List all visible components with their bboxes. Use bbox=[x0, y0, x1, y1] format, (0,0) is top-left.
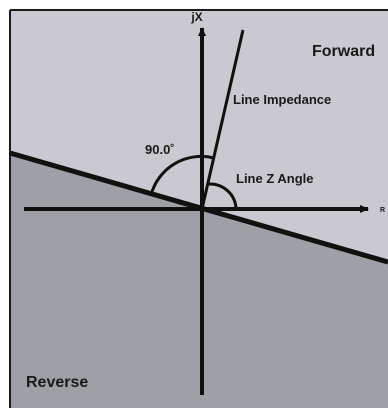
line-z-angle-arc bbox=[208, 182, 238, 209]
angle-90-arc bbox=[149, 154, 215, 196]
reverse-region bbox=[10, 153, 388, 408]
line-impedance-label: Line Impedance bbox=[233, 92, 331, 107]
r-axis-label: R bbox=[380, 207, 385, 214]
forward-region-label: Forward bbox=[312, 43, 375, 60]
reverse-region-label: Reverse bbox=[26, 374, 88, 391]
angle-90-label: 90.0˚ bbox=[145, 142, 175, 157]
jx-axis-label: jX bbox=[190, 10, 202, 24]
line-impedance-line bbox=[200, 29, 245, 210]
line-z-angle-label: Line Z Angle bbox=[236, 171, 314, 186]
